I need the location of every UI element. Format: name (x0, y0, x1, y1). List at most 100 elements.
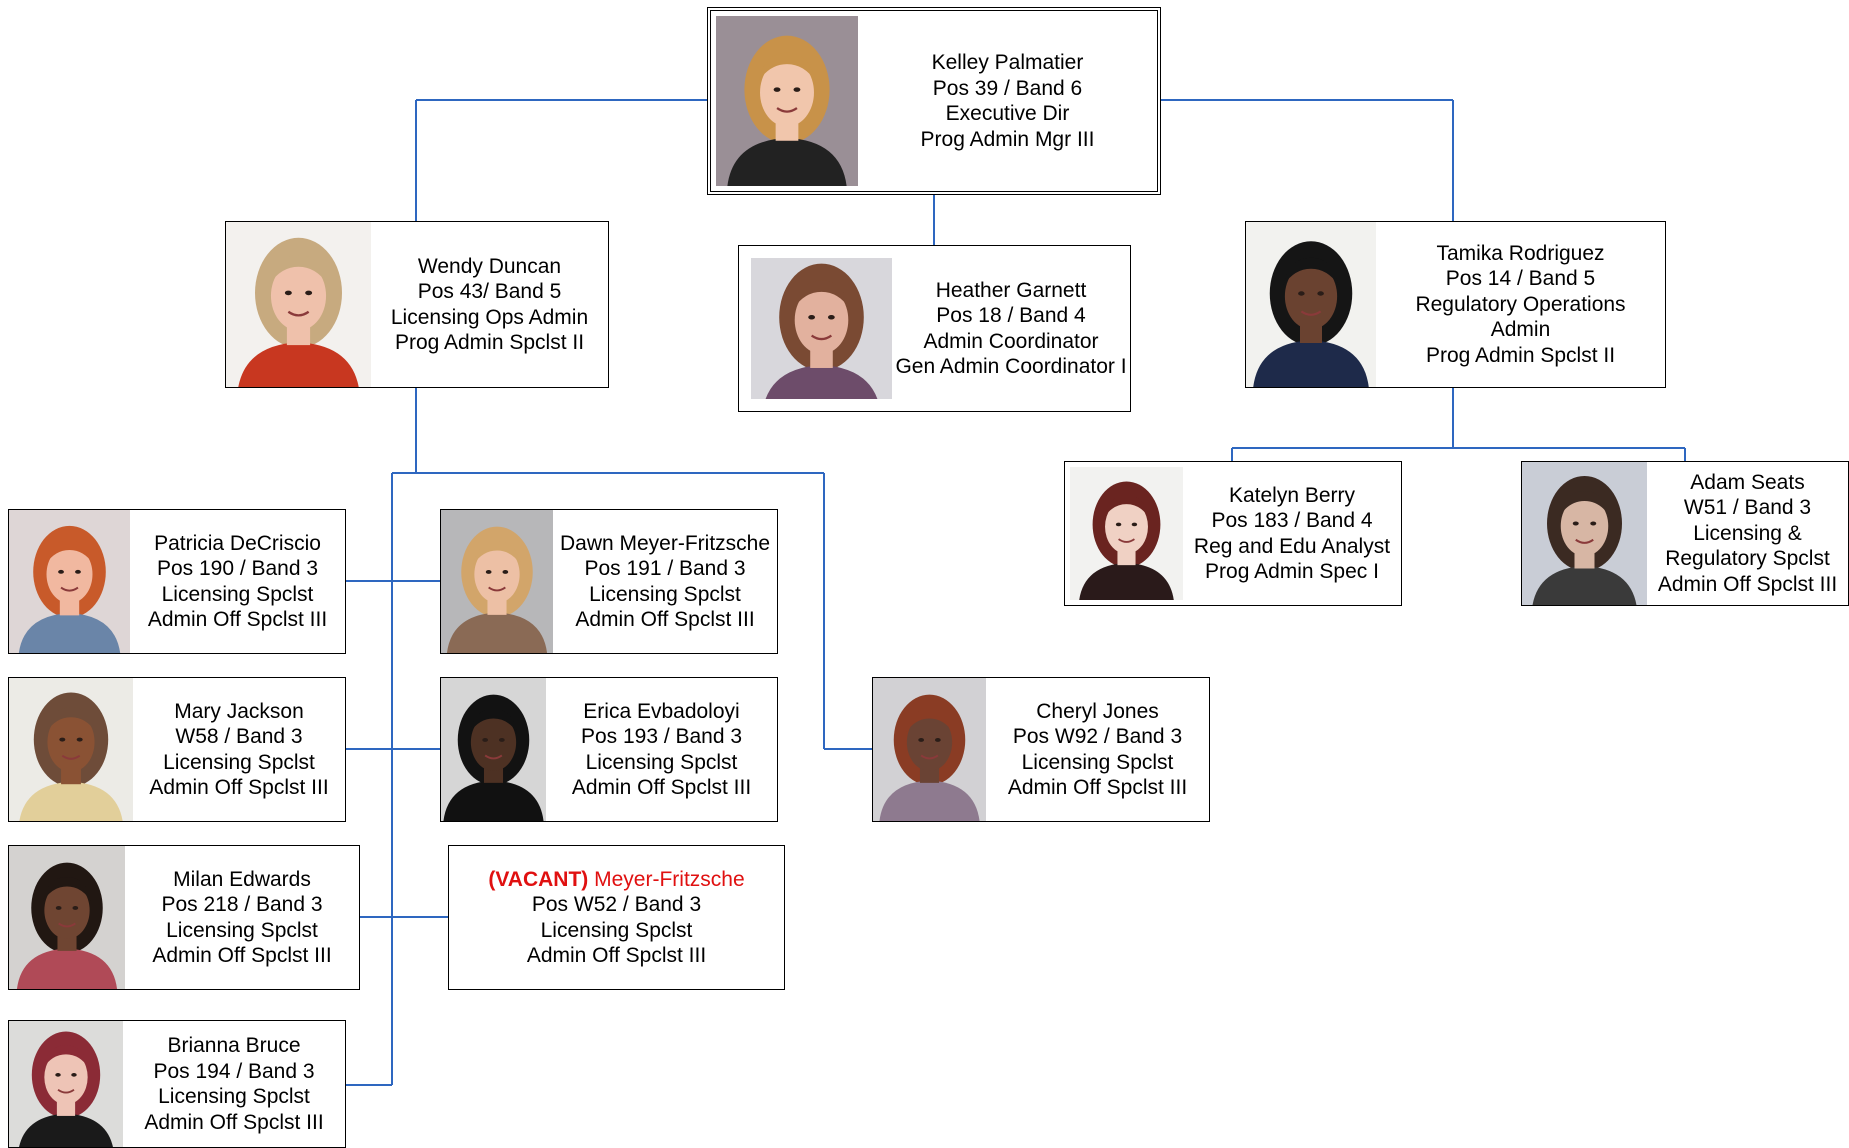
person-name: Dawn Meyer-Fritzsche (559, 531, 771, 555)
person-name: Patricia DeCriscio (154, 531, 321, 555)
photo-dawn (441, 510, 553, 653)
class-title: Admin Off Spclst III (1657, 572, 1838, 596)
person-name: Cheryl Jones (1036, 699, 1159, 723)
person-name: Tamika Rodriguez (1436, 241, 1605, 265)
class-title: Admin Off Spclst III (571, 776, 752, 799)
position-band: W51 / Band 3 (1683, 496, 1812, 520)
class-title: Prog Admin Spclst II (394, 331, 585, 354)
working-title: Licensing Spclst (163, 750, 315, 774)
class-title: Admin Off Spclst III (152, 944, 332, 967)
working-title: Licensing Ops Admin (390, 305, 589, 329)
working-title: Licensing Spclst (166, 918, 318, 942)
working-title: Licensing Spclst (161, 582, 314, 606)
photo-patricia (9, 510, 130, 653)
position-band: Pos 39 / Band 6 (932, 76, 1083, 100)
position-band: Pos W52 / Band 3 (531, 893, 702, 916)
position-band: Pos 18 / Band 4 (936, 304, 1086, 327)
position-band: Pos 43/ Band 5 (417, 280, 562, 303)
position-band: Pos 183 / Band 4 (1211, 509, 1373, 532)
class-title: Prog Admin Spec I (1205, 560, 1379, 583)
position-band: Pos 194 / Band 3 (153, 1059, 315, 1083)
working-title: Licensing Spclst (1021, 750, 1174, 774)
photo-brianna (9, 1021, 123, 1147)
photo-mary (9, 678, 133, 821)
person-name: Erica Evbadoloyi (583, 699, 740, 723)
photo-root (716, 16, 858, 186)
working-title: Admin Coordinator (923, 329, 1099, 353)
position-band: Pos 193 / Band 3 (580, 725, 743, 748)
position-band: Pos W92 / Band 3 (1012, 725, 1183, 748)
person-name: Wendy Duncan (417, 254, 562, 278)
class-title: Admin Off Spclst III (1007, 776, 1188, 799)
photo-milan (9, 846, 125, 989)
person-name: Kelley Palmatier (931, 51, 1084, 74)
person-name: Milan Edwards (173, 867, 311, 891)
working-title: Licensing Spclst (589, 582, 741, 606)
working-title-2: Admin (1490, 318, 1551, 342)
working-title: Licensing Spclst (158, 1085, 310, 1108)
person-name: Mary Jackson (174, 699, 304, 723)
position-band: Pos 190 / Band 3 (156, 557, 319, 580)
position-band: Pos 191 / Band 3 (584, 557, 746, 580)
working-title: Reg and Edu Analyst (1193, 534, 1391, 558)
class-title: Prog Admin Spclst II (1425, 343, 1616, 367)
class-title: Admin Off Spclst III (575, 608, 755, 631)
class-title: Prog Admin Mgr III (920, 127, 1095, 151)
working-title-2: Regulatory Spclst (1665, 547, 1830, 571)
photo-heather (751, 258, 892, 399)
position-band: Pos 14 / Band 5 (1445, 267, 1596, 291)
person-name: Brianna Bruce (167, 1034, 301, 1057)
vacant-name-line: (VACANT) Meyer-Fritzsche (488, 867, 744, 893)
working-title: Licensing & (1693, 521, 1802, 545)
class-title: Admin Off Spclst III (149, 776, 329, 799)
photo-adam (1522, 462, 1647, 605)
person-name: Adam Seats (1690, 470, 1805, 494)
photo-katelyn (1070, 467, 1183, 600)
position-band: W58 / Band 3 (175, 725, 303, 748)
photo-cheryl (873, 678, 986, 821)
person-name: Katelyn Berry (1228, 483, 1356, 507)
working-title: Regulatory Operations (1415, 292, 1626, 316)
class-title: Admin Off Spclst III (144, 1110, 324, 1134)
photo-tamika (1246, 222, 1376, 387)
working-title: Licensing Spclst (540, 918, 693, 942)
class-title: Admin Off Spclst III (526, 944, 707, 967)
position-band: Pos 218 / Band 3 (161, 893, 323, 916)
working-title: Executive Dir (945, 102, 1070, 125)
vacant-tag: (VACANT) (488, 867, 589, 891)
photo-wendy (226, 222, 371, 387)
person-name: Heather Garnett (935, 278, 1087, 302)
class-title: Gen Admin Coordinator I (895, 355, 1127, 378)
photo-erica (441, 678, 546, 821)
working-title: Licensing Spclst (585, 750, 738, 774)
vacant-name: Meyer-Fritzsche (588, 867, 745, 891)
